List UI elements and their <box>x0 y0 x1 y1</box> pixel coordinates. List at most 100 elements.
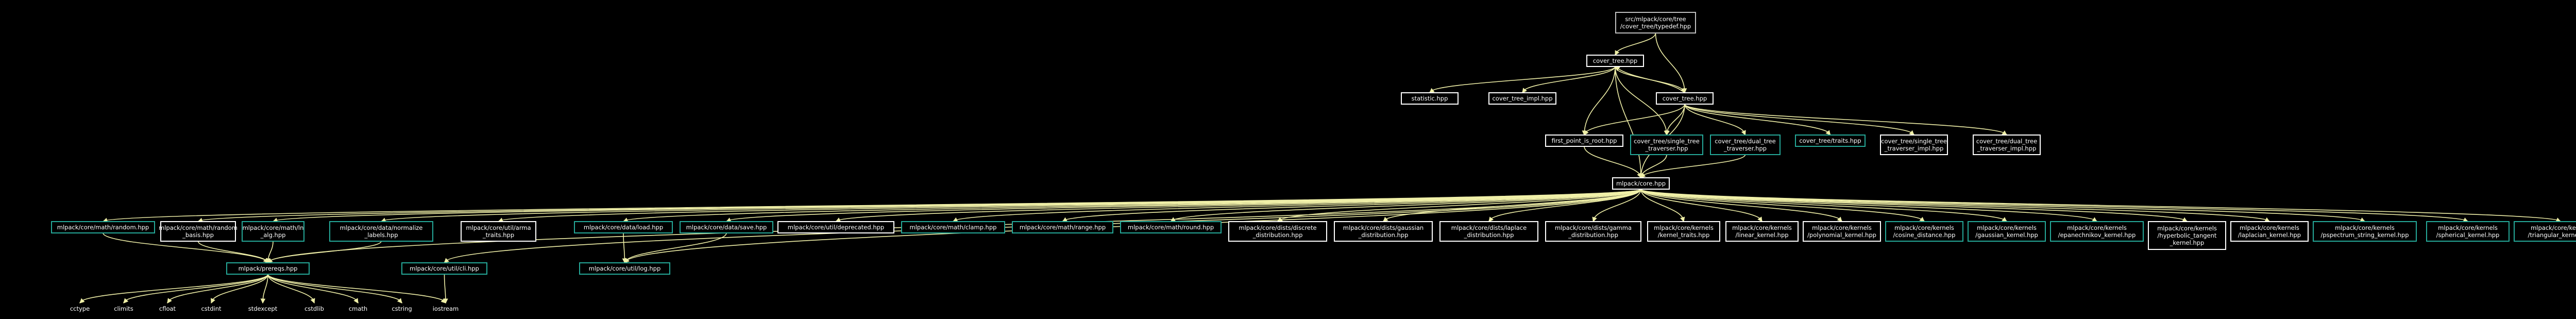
node-traits[interactable]: cover_tree/traits.hpp <box>1795 135 1866 147</box>
node-label-kgauss-1: /gaussian_kernel.hpp <box>1975 231 2038 239</box>
edge-normlbl-to-prereq <box>267 241 382 263</box>
node-kpoly[interactable]: mlpack/core/kernels/polynomial_kernel.hp… <box>1803 221 1881 242</box>
node-box-kcos <box>1885 221 1963 242</box>
node-box-cli <box>401 262 487 275</box>
node-label-prereq-0: mlpack/prereqs.hpp <box>239 265 298 272</box>
edge-rnd-to-prereq <box>103 232 268 263</box>
node-disc[interactable]: mlpack/core/dists/discrete_distribution.… <box>1228 221 1327 242</box>
arrowhead-core-to-gauss <box>1383 216 1388 222</box>
edge-ct-to-stt <box>1615 66 1667 136</box>
node-box-prereq <box>226 262 310 275</box>
node-stt[interactable]: cover_tree/single_tree_traverser.hpp <box>1630 135 1703 155</box>
node-label-ktraits-1: /kernel_traits.hpp <box>1658 231 1710 239</box>
node-range[interactable]: mlpack/core/math/range.hpp <box>1012 221 1113 233</box>
node-kpspec[interactable]: mlpack/core/kernels/pspectrum_string_ker… <box>2313 221 2417 242</box>
node-label-rbasis-0: mlpack/core/math/random <box>159 224 238 231</box>
node-label-ksph-1: /spherical_kernel.hpp <box>2436 231 2500 239</box>
node-cli[interactable]: mlpack/core/util/cli.hpp <box>401 262 487 275</box>
node-climits[interactable]: climits <box>114 305 133 312</box>
node-sttimpl[interactable]: cover_tree/single_tree_traverser_impl.hp… <box>1880 135 1948 155</box>
node-prereq[interactable]: mlpack/prereqs.hpp <box>226 262 310 275</box>
edge-core-to-klap <box>1640 189 2270 222</box>
node-klap[interactable]: mlpack/core/kernels/laplacian_kernel.hpp <box>2230 221 2309 242</box>
node-save[interactable]: mlpack/core/data/save.hpp <box>680 221 773 233</box>
node-ktri[interactable]: mlpack/core/kernels/triangular_kernel.hp… <box>2514 221 2576 242</box>
node-ksph[interactable]: mlpack/core/kernels/spherical_kernel.hpp <box>2426 221 2510 242</box>
node-box-arma <box>461 221 536 242</box>
node-label-sttimpl-0: cover_tree/single_tree <box>1881 138 1947 145</box>
node-cstdint[interactable]: cstdint <box>201 305 222 312</box>
node-kepan[interactable]: mlpack/core/kernels/epanechnikov_kernel.… <box>2050 221 2144 242</box>
node-load[interactable]: mlpack/core/data/load.hpp <box>574 221 673 233</box>
node-label-arma-0: mlpack/core/util/arma <box>466 224 531 231</box>
node-gauss[interactable]: mlpack/core/dists/gaussian_distribution.… <box>1334 221 1433 242</box>
node-ktraits[interactable]: mlpack/core/kernels/kernel_traits.hpp <box>1647 221 1720 242</box>
arrowhead-prereq-to-cmath <box>353 298 359 304</box>
node-clamp[interactable]: mlpack/core/math/clamp.hpp <box>901 221 1005 233</box>
edge-core-to-lapl <box>1488 189 1641 222</box>
node-ct[interactable]: cover_tree.hpp <box>1586 55 1644 67</box>
node-label-cstdlib-0: cstdlib <box>304 305 324 312</box>
arrowhead-prereq-to-stdexcept <box>260 298 266 304</box>
edge-core-to-gamma <box>1592 189 1641 222</box>
arrowhead-dtt-to-core <box>1640 173 1646 178</box>
arrowhead-save-to-log <box>624 258 630 263</box>
node-dtt[interactable]: cover_tree/dual_tree_traverser.hpp <box>1710 135 1781 155</box>
node-cmath[interactable]: cmath <box>349 305 367 312</box>
node-label-cstdint-0: cstdint <box>201 305 222 312</box>
node-label-gamma-0: mlpack/core/dists/gamma <box>1555 224 1632 231</box>
node-label-save-0: mlpack/core/data/save.hpp <box>686 224 767 231</box>
node-box-khyp <box>2148 221 2226 250</box>
node-cstdlib[interactable]: cstdlib <box>304 305 324 312</box>
node-label-log-0: mlpack/core/util/log.hpp <box>589 265 661 272</box>
node-box-ct2 <box>1656 92 1714 105</box>
node-core[interactable]: mlpack/core.hpp <box>1612 177 1670 190</box>
edge-core-to-ktri <box>1640 189 2561 222</box>
node-lmlog[interactable]: mlpack/core/math/ln_alg.hpp <box>242 221 304 242</box>
node-label-stdexcept-0: stdexcept <box>248 305 278 312</box>
node-dttimpl[interactable]: cover_tree/dual_tree_traverser_impl.hpp <box>1973 135 2041 155</box>
node-rnd[interactable]: mlpack/core/math/random.hpp <box>51 221 155 233</box>
node-gamma[interactable]: mlpack/core/dists/gamma_distribution.hpp <box>1545 221 1641 242</box>
arrowhead-prereq-to-cctype <box>79 298 85 304</box>
node-iostream[interactable]: iostream <box>433 305 459 312</box>
node-label-sttimpl-1: _traverser_impl.hpp <box>1884 145 1944 152</box>
node-label-fp-0: first_point_is_root.hpp <box>1552 137 1617 144</box>
node-depr[interactable]: mlpack/core/util/deprecated.hpp <box>777 221 894 233</box>
node-label-kpspec-0: mlpack/core/kernels <box>2335 224 2395 231</box>
node-kgauss[interactable]: mlpack/core/kernels/gaussian_kernel.hpp <box>1968 221 2046 242</box>
node-box-clamp <box>901 221 1005 233</box>
node-cstring[interactable]: cstring <box>392 305 412 312</box>
node-ctimpl[interactable]: cover_tree_impl.hpp <box>1488 92 1556 105</box>
node-label-iostream-0: iostream <box>433 305 459 312</box>
arrowhead-normlbl-to-prereq <box>267 258 273 263</box>
node-log[interactable]: mlpack/core/util/log.hpp <box>579 262 670 275</box>
node-label-stt-0: cover_tree/single_tree <box>1634 138 1700 145</box>
edge-root-to-ct2 <box>1655 32 1685 93</box>
edge-ct2-to-dtt <box>1684 104 1746 136</box>
node-stdexcept[interactable]: stdexcept <box>248 305 278 312</box>
node-label-ksph-0: mlpack/core/kernels <box>2438 224 2498 231</box>
arrowhead-prereq-to-cfloat <box>167 298 172 304</box>
node-label-root-0: src/mlpack/core/tree <box>1625 15 1686 23</box>
node-fp[interactable]: first_point_is_root.hpp <box>1545 135 1623 147</box>
node-cfloat[interactable]: cfloat <box>159 305 176 312</box>
node-stat[interactable]: statistic.hpp <box>1401 92 1459 105</box>
node-kcos[interactable]: mlpack/core/kernels/cosine_distance.hpp <box>1885 221 1963 242</box>
node-round[interactable]: mlpack/core/math/round.hpp <box>1120 221 1222 233</box>
node-label-kpspec-1: /pspectrum_string_kernel.hpp <box>2320 231 2409 239</box>
node-arma[interactable]: mlpack/core/util/arma_traits.hpp <box>461 221 536 242</box>
node-rbasis[interactable]: mlpack/core/math/random_basis.hpp <box>159 221 238 242</box>
node-label-lapl-0: mlpack/core/dists/laplace <box>1451 224 1527 231</box>
node-normlbl[interactable]: mlpack/core/data/normalize_labels.hpp <box>329 221 433 242</box>
node-box-stt <box>1630 135 1703 155</box>
node-ct2[interactable]: cover_tree.hpp <box>1656 92 1714 105</box>
node-khyp[interactable]: mlpack/core/kernels/hyperbolic_tangent_k… <box>2148 221 2226 250</box>
node-cctype[interactable]: cctype <box>70 305 90 312</box>
arrowhead-ct2-to-dtt <box>1741 130 1746 136</box>
node-box-load <box>574 221 673 233</box>
node-klin[interactable]: mlpack/core/kernels/linear_kernel.hpp <box>1725 221 1799 242</box>
node-lapl[interactable]: mlpack/core/dists/laplace_distribution.h… <box>1439 221 1538 242</box>
